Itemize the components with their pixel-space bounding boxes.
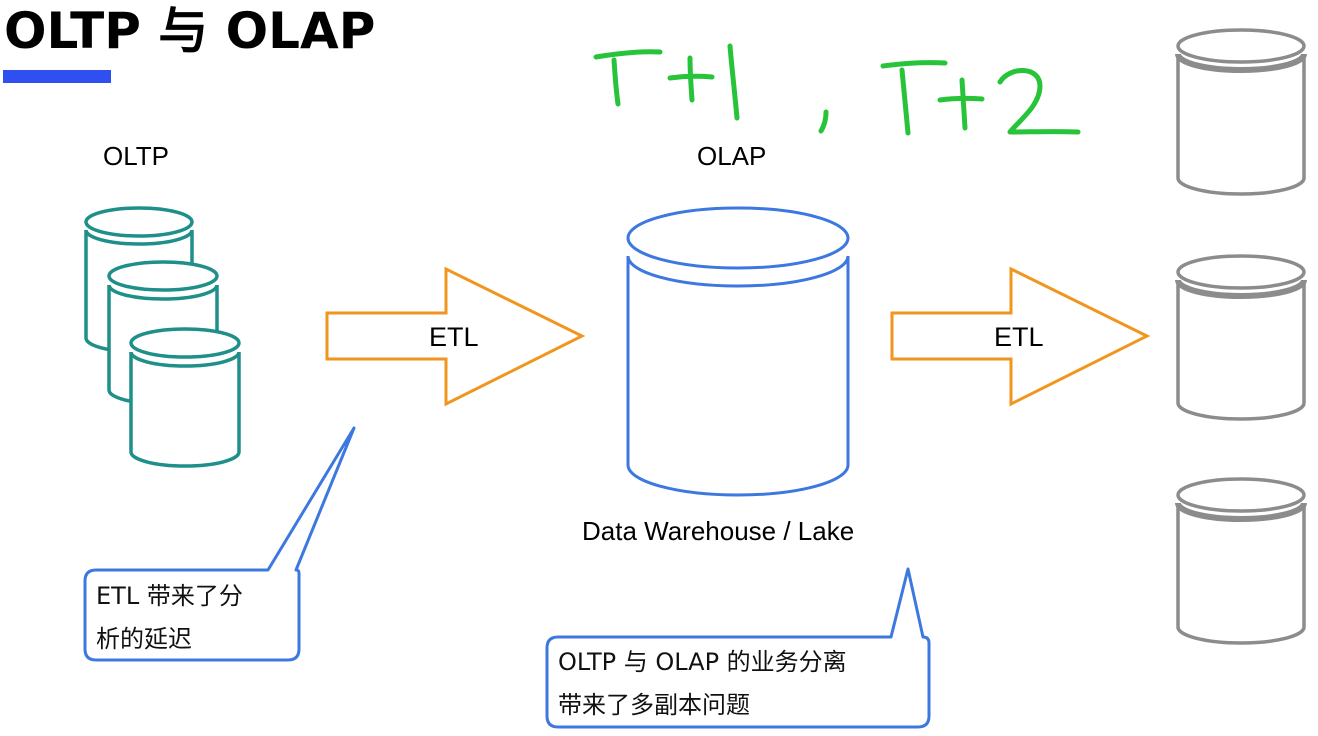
hand-t1-top	[593, 49, 663, 60]
olap-database-icon	[626, 206, 850, 497]
etl-label-left: ETL	[429, 322, 479, 352]
hand-t2-stem	[899, 67, 911, 136]
downstream-database-column	[1175, 28, 1307, 645]
hand-comma	[818, 109, 829, 134]
oltp-label: OLTP	[103, 141, 169, 171]
title-accent-bar	[3, 70, 111, 83]
callout-line: 带来了多副本问题	[558, 691, 750, 719]
callout-line: ETL 带来了分	[96, 582, 243, 610]
callout-line: OLTP 与 OLAP 的业务分离	[558, 648, 847, 676]
callout-line: 析的延迟	[96, 625, 192, 653]
hand-t2-top	[880, 60, 948, 69]
etl-arrow-left: ETL	[325, 266, 586, 407]
oltp-database-stack	[84, 206, 241, 468]
hand-one	[727, 43, 740, 121]
hand-two	[997, 68, 1081, 135]
olap-caption: Data Warehouse / Lake	[582, 516, 854, 546]
hand-plus1-v	[687, 55, 695, 103]
hand-t1-stem	[611, 57, 621, 107]
downstream-database-icon	[1175, 254, 1307, 421]
oltp-database-icon	[129, 327, 241, 468]
callout-bubble	[545, 567, 931, 729]
olap-label: OLAP	[697, 141, 766, 171]
downstream-database-icon	[1175, 477, 1307, 645]
downstream-database-icon	[1175, 28, 1307, 196]
callout-etl-latency: ETL 带来了分 析的延迟	[83, 426, 356, 662]
etl-arrow-right: ETL	[890, 266, 1151, 407]
slide-title: OLTP 与 OLAP	[4, 2, 375, 60]
callout-bubble	[83, 426, 356, 662]
hand-plus2-v	[959, 77, 968, 131]
callout-replica-problem: OLTP 与 OLAP 的业务分离 带来了多副本问题	[545, 567, 931, 729]
etl-label-right: ETL	[994, 322, 1044, 352]
handwritten-annotation	[593, 43, 1081, 136]
